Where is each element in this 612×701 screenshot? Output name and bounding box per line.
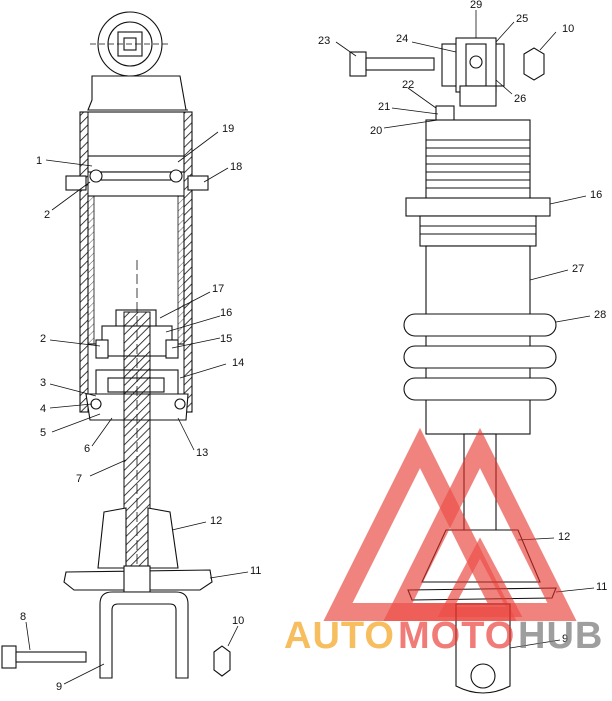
left-section-view — [1, 11, 249, 685]
top-mount-assembly — [441, 37, 505, 107]
threaded-body — [425, 119, 531, 205]
callout-8: 8 — [20, 611, 26, 623]
callout-labels: 1 2 19 18 17 16 15 14 2 3 4 5 6 13 7 12 … — [20, 0, 607, 693]
callout-11-right: 11 — [596, 581, 607, 593]
bolt-8 — [1, 645, 87, 669]
right-exterior-view — [335, 10, 595, 694]
callout-14: 14 — [232, 357, 244, 369]
callout-18: 18 — [230, 161, 242, 173]
callout-20: 20 — [370, 125, 382, 137]
callout-19: 19 — [222, 123, 234, 135]
callout-2-upper: 2 — [44, 209, 50, 221]
automotohub-watermark: AUTO MOTO HUB — [284, 427, 603, 657]
watermark-text-moto: MOTO — [398, 615, 515, 657]
lower-body — [425, 245, 531, 435]
callout-24: 24 — [396, 33, 408, 45]
callout-10-right: 10 — [562, 23, 574, 35]
nut-10-left — [213, 645, 231, 677]
left-leader-lines — [25, 131, 249, 685]
callout-25: 25 — [516, 13, 528, 25]
callout-12-right: 12 — [558, 531, 570, 543]
callout-29: 29 — [470, 0, 482, 11]
callout-7: 7 — [76, 473, 82, 485]
watermark-text-hub: HUB — [518, 615, 603, 657]
callout-12-left: 12 — [210, 515, 222, 527]
lower-spring-seat — [63, 565, 213, 593]
callout-28: 28 — [594, 309, 606, 321]
lower-clevis — [99, 591, 189, 679]
nut-10-right — [523, 47, 545, 81]
watermark-text-auto: AUTO — [284, 615, 395, 657]
coil-spring — [403, 313, 557, 401]
callout-2-lower: 2 — [40, 333, 46, 345]
callout-3: 3 — [40, 377, 46, 389]
spring-adjuster-ring — [405, 197, 551, 217]
callout-27: 27 — [572, 263, 584, 275]
bolt-23 — [349, 51, 435, 77]
callout-26: 26 — [514, 93, 526, 105]
callout-4: 4 — [40, 403, 46, 415]
callout-10-left: 10 — [232, 615, 244, 627]
callout-5: 5 — [40, 427, 46, 439]
callout-6: 6 — [84, 443, 90, 455]
callout-9-right: 9 — [562, 633, 568, 645]
callout-16-left: 16 — [220, 307, 232, 319]
callout-1: 1 — [36, 155, 42, 167]
upper-mount — [87, 75, 188, 111]
callout-21: 21 — [378, 101, 390, 113]
callout-9-left: 9 — [56, 681, 62, 693]
callout-23: 23 — [318, 35, 330, 47]
callout-11-left: 11 — [250, 565, 261, 577]
piston-rod — [123, 260, 151, 600]
floating-piston — [65, 155, 209, 191]
callout-13: 13 — [196, 447, 208, 459]
callout-15: 15 — [220, 333, 232, 345]
exterior-lower-eye — [455, 603, 511, 694]
callout-16-right: 16 — [590, 189, 602, 201]
watermark-logo-triangles — [323, 427, 577, 621]
top-eye-bushing — [90, 11, 170, 77]
callout-22: 22 — [402, 79, 414, 91]
callout-17: 17 — [212, 283, 224, 295]
